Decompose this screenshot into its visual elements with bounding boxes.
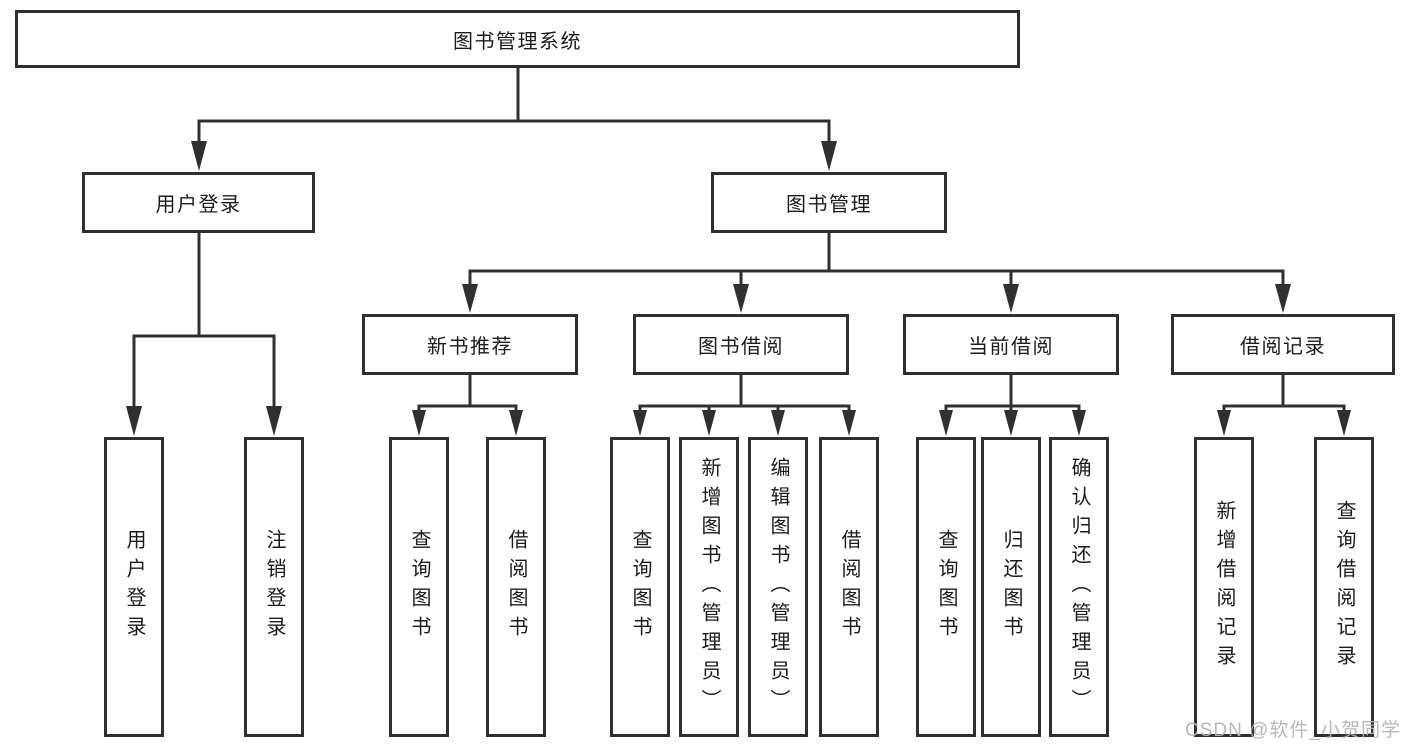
node-label: 编辑图书（管理员）: [767, 456, 789, 718]
node-user-login: 用户登录: [82, 172, 315, 233]
node-current-borrowing: 当前借阅: [903, 314, 1119, 375]
node-label: 图书借阅: [698, 336, 784, 358]
node-label: 查询图书: [408, 529, 430, 645]
node-label: 查询图书: [935, 529, 957, 645]
node-label: 借阅记录: [1240, 336, 1326, 358]
node-library-management-system: 图书管理系统: [15, 10, 1020, 68]
node-label: 新书推荐: [427, 336, 513, 358]
node-leaf-add-books-admin: 新增图书（管理员）: [679, 437, 739, 737]
node-book-borrowing: 图书借阅: [633, 314, 849, 375]
node-leaf-add-borrow-record: 新增借阅记录: [1194, 437, 1254, 737]
node-leaf-borrow-books: 借阅图书: [819, 437, 879, 737]
node-leaf-return-books: 归还图书: [981, 437, 1041, 737]
csdn-watermark: CSDN @软件_小贺同学: [1185, 720, 1401, 741]
node-label: 新增借阅记录: [1213, 500, 1235, 674]
node-leaf-query-books-current: 查询图书: [916, 437, 976, 737]
node-label: 当前借阅: [968, 336, 1054, 358]
node-label: 查询借阅记录: [1333, 500, 1355, 674]
node-leaf-confirm-return-admin: 确认归还（管理员）: [1049, 437, 1109, 737]
node-leaf-borrow-books-recommend: 借阅图书: [486, 437, 546, 737]
node-leaf-edit-books-admin: 编辑图书（管理员）: [748, 437, 808, 737]
node-leaf-logout: 注销登录: [244, 437, 304, 737]
node-borrow-records: 借阅记录: [1171, 314, 1395, 375]
node-label: 新增图书（管理员）: [698, 456, 720, 718]
node-label: 图书管理: [786, 194, 872, 216]
node-label: 确认归还（管理员）: [1068, 456, 1090, 718]
node-label: 查询图书: [629, 529, 651, 645]
node-label: 用户登录: [155, 194, 242, 216]
node-leaf-query-borrow-record: 查询借阅记录: [1314, 437, 1374, 737]
node-book-management: 图书管理: [711, 172, 947, 233]
node-label: 注销登录: [263, 529, 285, 645]
node-new-book-recommend: 新书推荐: [362, 314, 578, 375]
node-label: 图书管理系统: [453, 30, 582, 53]
node-label: 用户登录: [123, 529, 145, 645]
node-label: 归还图书: [1000, 529, 1022, 645]
node-leaf-query-books-recommend: 查询图书: [389, 437, 449, 737]
node-leaf-query-books-borrow: 查询图书: [610, 437, 670, 737]
node-label: 借阅图书: [505, 529, 527, 645]
node-label: 借阅图书: [838, 529, 860, 645]
node-leaf-user-login: 用户登录: [104, 437, 164, 737]
